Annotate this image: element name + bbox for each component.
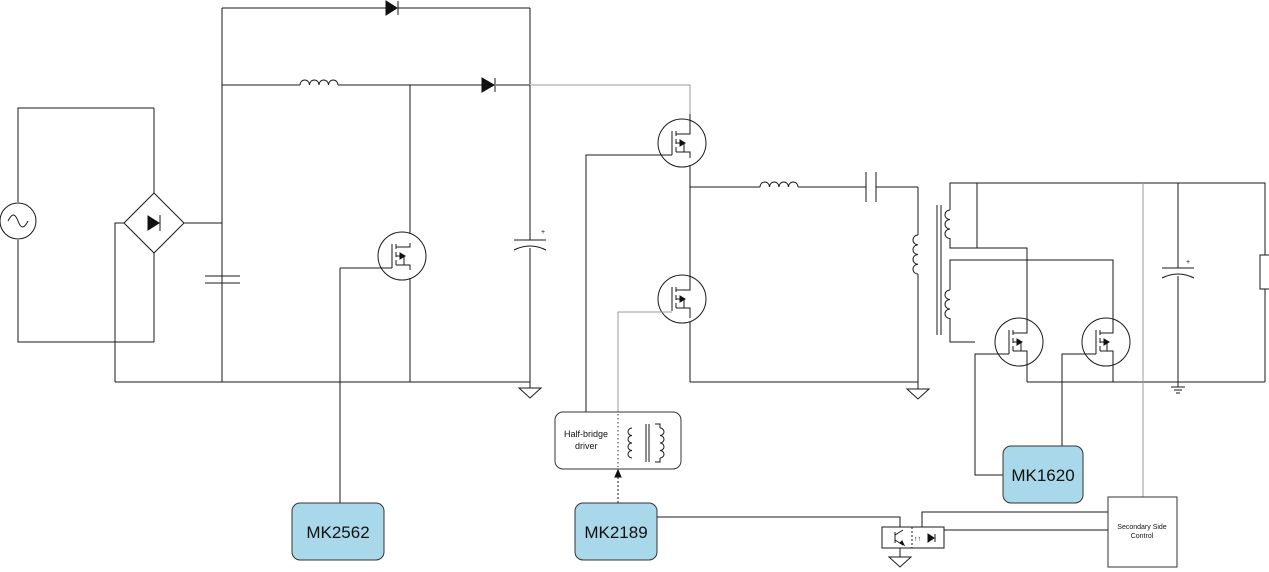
resonant-capacitor (865, 172, 877, 202)
mk2562-label: MK2562 (306, 523, 369, 542)
pfc-wiring (115, 7, 531, 383)
gate-drive-transformer-icon (627, 423, 665, 463)
bus-capacitor-plus: + (541, 229, 545, 236)
ground-pfc (517, 382, 543, 399)
main-transformer (912, 205, 951, 335)
optocoupler-marks: ↑↑ (914, 536, 921, 543)
optocoupler: ↑↑ (881, 526, 945, 549)
sync-rectifier-1 (974, 317, 1044, 476)
secondary-wiring (949, 182, 1266, 497)
bridge-output-wiring (114, 222, 222, 382)
mk2189-to-driver-arrow (614, 468, 622, 503)
resonant-inductor (759, 181, 799, 188)
high-side-mosfet (585, 114, 707, 412)
ac-source-wiring (17, 107, 155, 343)
bus-capacitor: + (513, 229, 547, 251)
output-capacitor: + (1161, 259, 1195, 279)
ground-secondary (1171, 382, 1185, 394)
ac-source-symbol (0, 202, 37, 240)
input-capacitor (205, 275, 240, 284)
pfc-mosfet (340, 231, 427, 281)
boost-inductor (299, 79, 339, 86)
mk2189-label: MK2189 (584, 523, 647, 542)
half-bridge-wiring (530, 84, 919, 383)
control-label-line2: Control (1131, 533, 1154, 540)
bypass-diode (385, 0, 399, 16)
secondary-side-control[interactable]: Secondary Side Control (1107, 496, 1178, 568)
sync-rectifier-2 (1061, 317, 1131, 446)
mk2189-chip[interactable]: MK2189 (574, 502, 658, 561)
boost-diode (481, 77, 496, 93)
load-resistor (1259, 254, 1269, 290)
output-capacitor-plus: + (1186, 259, 1190, 266)
low-side-mosfet (617, 272, 707, 412)
driver-label-line2: driver (575, 441, 598, 451)
half-bridge-driver: Half-bridge driver (554, 411, 682, 470)
mk2562-chip[interactable]: MK2562 (291, 502, 385, 561)
control-label-line1: Secondary Side (1117, 524, 1167, 531)
mk1620-label: MK1620 (1011, 466, 1074, 485)
mk1620-chip[interactable]: MK1620 (1002, 445, 1084, 504)
ground-feedback (887, 556, 913, 568)
ground-halfbridge (905, 382, 931, 400)
bridge-rectifier (123, 192, 185, 254)
driver-label-line1: Half-bridge (564, 429, 608, 439)
